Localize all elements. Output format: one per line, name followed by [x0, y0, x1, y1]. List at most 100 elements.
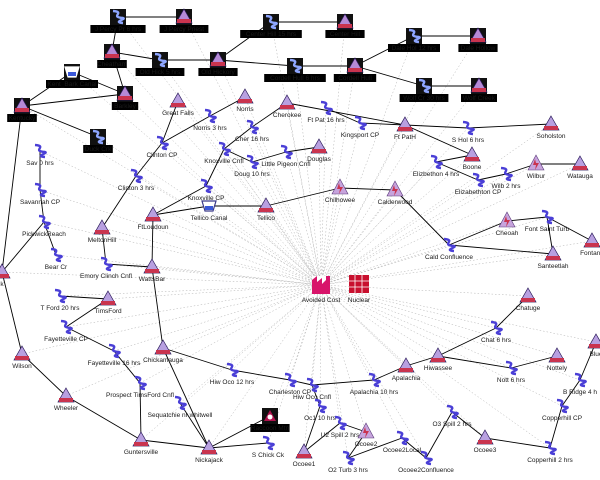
node-shol6[interactable]: S Hol 6 hrs [452, 120, 485, 144]
node-sequatchie[interactable]: Sequatchie nr whitwell [148, 395, 213, 419]
node-ocoee3[interactable]: Ocoee3 [474, 429, 497, 454]
node-o2turb3[interactable]: O2 Turb 3 hrs [328, 450, 369, 474]
node-jpercypriest[interactable]: J Percy Priest [159, 8, 209, 33]
node-cordellhull6[interactable]: Cordell Hull 6 hrs [264, 58, 326, 82]
node-nott6[interactable]: Nott 6 hrs [497, 360, 526, 384]
node-cherokee[interactable]: Cherokee [273, 94, 302, 119]
node-knoxvillecnfl[interactable]: Knoxville Cnfl [204, 141, 244, 165]
node-leftedge[interactable]: k [0, 263, 11, 288]
node-chatuge[interactable]: Chatuge [516, 287, 541, 312]
node-ftpath[interactable]: Ft PatH [394, 116, 416, 141]
node-dalehollow[interactable]: Dale Hollow [458, 27, 498, 52]
node-watauga[interactable]: Watauga [567, 155, 593, 180]
node-elizabethtoncp[interactable]: Elizabethton CP [455, 172, 502, 196]
node-douglas[interactable]: Douglas [307, 138, 332, 163]
node-copperhill2[interactable]: Copperhill 2 hrs [527, 440, 574, 464]
dotted-link [139, 284, 322, 384]
node-hiwassee[interactable]: Hiwassee [424, 347, 453, 372]
node-oc110[interactable]: Oc1 10 hrs [304, 398, 337, 422]
node-clinton3[interactable]: Clinton 3 hrs [118, 168, 155, 192]
node-wattsbar[interactable]: WattsBar [139, 258, 166, 283]
node-ocoee1[interactable]: Ocoee1 [293, 443, 316, 468]
node-tford20[interactable]: T Ford 20 hrs [41, 288, 81, 312]
node-santeetlah[interactable]: Santeetlah [537, 245, 569, 270]
node-norris[interactable]: Norris [236, 88, 254, 113]
node-cheatham[interactable]: Cheatham [97, 43, 127, 68]
node-doug10[interactable]: Doug 10 hrs [234, 154, 270, 178]
node-kingsportcp[interactable]: Kingsport CP [341, 115, 379, 139]
node-ftpat16[interactable]: Ft Pat 16 hrs [307, 100, 345, 124]
node-fontana[interactable]: Fontana [580, 232, 600, 257]
node-chickamauga[interactable]: Chickamauga [143, 339, 183, 364]
node-tellico[interactable]: Tellico [257, 197, 275, 222]
node-cheoah[interactable]: Cheoah [496, 211, 519, 237]
node-tellicocanal[interactable]: Tellico Canal [191, 200, 228, 222]
network-edge [21, 105, 99, 138]
node-u2spill2[interactable]: U2 Spill 2 hrs [321, 415, 360, 439]
node-sav0[interactable]: Sav 0 hrs [26, 143, 54, 167]
network-edge [151, 214, 154, 268]
node-kentbark[interactable]: Kent_Bark Canal [46, 64, 98, 88]
node-calderwood[interactable]: Calderwood [378, 180, 413, 206]
node-greatfalls[interactable]: Great Falls [162, 92, 195, 117]
node-southholston[interactable]: Soholston [537, 115, 566, 140]
node-ocoee2[interactable]: Ocoee2 [355, 422, 378, 448]
node-nickajack[interactable]: Nickajack [195, 439, 224, 464]
node-guntersville[interactable]: Guntersville [124, 431, 159, 456]
node-apalachia[interactable]: Apalachia [392, 357, 421, 382]
node-elizabethton4[interactable]: Elizbethon 4 hrs [413, 154, 460, 178]
node-cordellhull[interactable]: Cordell Hull [333, 57, 377, 82]
node-apalachia10[interactable]: Apalachia 10 hrs [350, 372, 399, 396]
node-hiwococnfl[interactable]: Hiw Oco Cnfl [293, 377, 332, 401]
node-norris3[interactable]: Norris 3 hrs [193, 108, 228, 132]
node-bearcr[interactable]: Bear Cr [45, 247, 68, 271]
avoided-cost-node[interactable]: Avoided Cost [302, 276, 341, 304]
node-meltonhill[interactable]: MeltonHill [88, 219, 117, 244]
node-cher16[interactable]: Cher 16 hrs [235, 119, 270, 143]
node-wolfcr30[interactable]: Wolf Cr 30 hrs [399, 78, 449, 102]
node-oldhickory[interactable]: Old Hickory [198, 51, 238, 76]
node-ocoee2local[interactable]: Ocoee2Local [383, 430, 422, 454]
node-emoryclinch[interactable]: Emory Clinch Cnfl [80, 256, 133, 280]
node-wolfcreek[interactable]: Wolf Creek [461, 77, 497, 102]
node-clintoncp[interactable]: Clinton CP [146, 135, 178, 159]
node-wilson[interactable]: Wilson [12, 345, 32, 370]
node-timsford[interactable]: TimsFord [94, 290, 122, 315]
node-dalehol12[interactable]: Dale Hol 12 hrs [388, 28, 440, 52]
node-kentucky[interactable]: Kentucky [7, 97, 37, 122]
node-duckcrk[interactable]: Duck Crk [83, 129, 113, 153]
node-charlestoncp[interactable]: Charleston CP [269, 372, 311, 396]
node-o3spill2[interactable]: O3 Spill 2 hrs [432, 404, 472, 428]
node-centerhill15[interactable]: Center Hill 15 hrs [240, 14, 302, 38]
node-nottely[interactable]: Nottely [547, 347, 568, 372]
node-schickck[interactable]: S Chick Ck [252, 435, 285, 459]
node-centerhill[interactable]: Center Hill [325, 13, 365, 38]
node-caldconfluence[interactable]: Cald Confluence [425, 237, 473, 261]
node-chat6[interactable]: Chat 6 hrs [481, 320, 512, 344]
node-chilhowee[interactable]: Chilhowee [325, 178, 356, 204]
node-raccoonmtn[interactable]: Raccoon Mtn [250, 408, 290, 432]
node-ocoee2confluence[interactable]: Ocoee2Confluence [398, 450, 454, 474]
node-fayetteville16[interactable]: Fayetteville 16 hrs [88, 343, 141, 367]
node-blue[interactable]: Blue [587, 333, 600, 358]
node-wheeler[interactable]: Wheeler [54, 387, 79, 412]
nuclear-node[interactable]: Nuclear [348, 275, 371, 304]
node-littlepigeon[interactable]: Little Pigeon Cnfl [261, 144, 311, 168]
node-barkley[interactable]: Barkley [111, 85, 139, 110]
node-fayettevillecp[interactable]: Fayetteville CP [44, 319, 88, 343]
node-knoxvillecp[interactable]: Knoxville CP [188, 178, 225, 202]
node-wilbur[interactable]: Wilbur [527, 154, 546, 180]
node-fontsantturb[interactable]: Font Saint Turb [525, 209, 570, 233]
node-jpercypr6[interactable]: J Percy Pr 6 hrs [90, 9, 146, 33]
node-ftloudoun[interactable]: FtLoudoun [137, 206, 169, 231]
node-wilb2[interactable]: Wilb 2 hrs [492, 166, 522, 190]
node-bridge4[interactable]: B Ridge 4 h [563, 372, 597, 396]
node-pickwickreach[interactable]: PickwickReach [22, 214, 66, 238]
node-oldhick5[interactable]: Old Hick 5 hrs [135, 52, 185, 76]
node-prospecttims[interactable]: Prospect TimsFord Cnfl [106, 375, 175, 399]
node-hiwoco12[interactable]: Hiw Oco 12 hrs [210, 362, 255, 386]
node-copperhillcp[interactable]: Copperhill CP [542, 398, 582, 422]
node-boone[interactable]: Boone [463, 146, 482, 171]
node-savannahcp[interactable]: Savannah CP [20, 182, 60, 206]
network-edge [135, 142, 163, 177]
